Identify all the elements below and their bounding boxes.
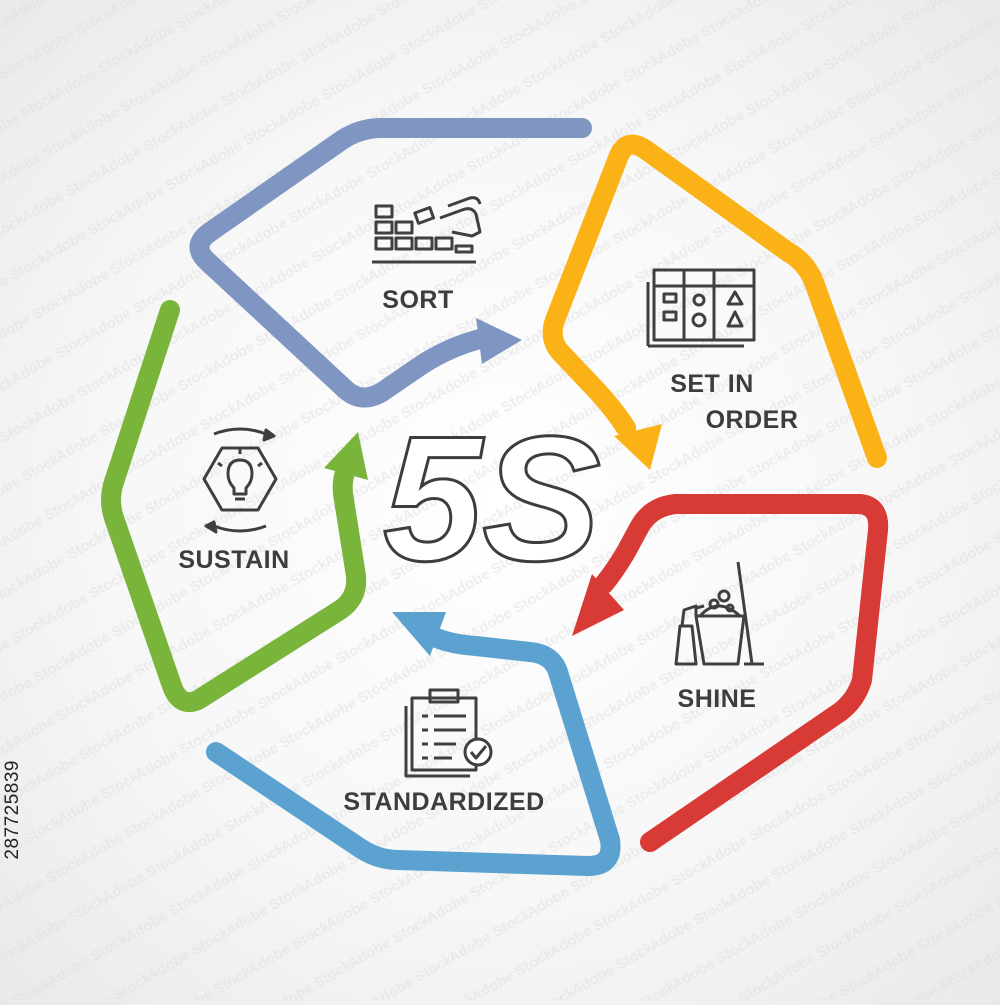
standardized-arrow xyxy=(206,612,621,876)
sustain-arrow xyxy=(101,300,368,713)
standardized-label: STANDARDIZED xyxy=(343,788,544,816)
set-in-order-arrow xyxy=(542,134,887,470)
set-in-order-label-line1: SET IN xyxy=(670,370,754,398)
sustain-label: SUSTAIN xyxy=(178,546,289,574)
lightbulb-cycle-icon xyxy=(202,427,278,534)
stock-id-vertical: 287725839 xyxy=(2,760,23,860)
center-title: 5S xyxy=(383,399,601,598)
center-title-group: 5S xyxy=(382,398,603,600)
set-in-order-label-line2: ORDER xyxy=(706,406,799,434)
cleaning-bucket-mop-icon xyxy=(674,561,764,666)
sort-arrow xyxy=(189,118,592,408)
sort-hand-blocks-icon xyxy=(372,196,482,264)
sort-label: SORT xyxy=(382,286,453,314)
checklist-clipboard-icon xyxy=(404,688,493,778)
shape-organizer-board-icon xyxy=(646,268,756,348)
shine-label: SHINE xyxy=(678,685,757,713)
shine-arrow xyxy=(572,494,889,852)
